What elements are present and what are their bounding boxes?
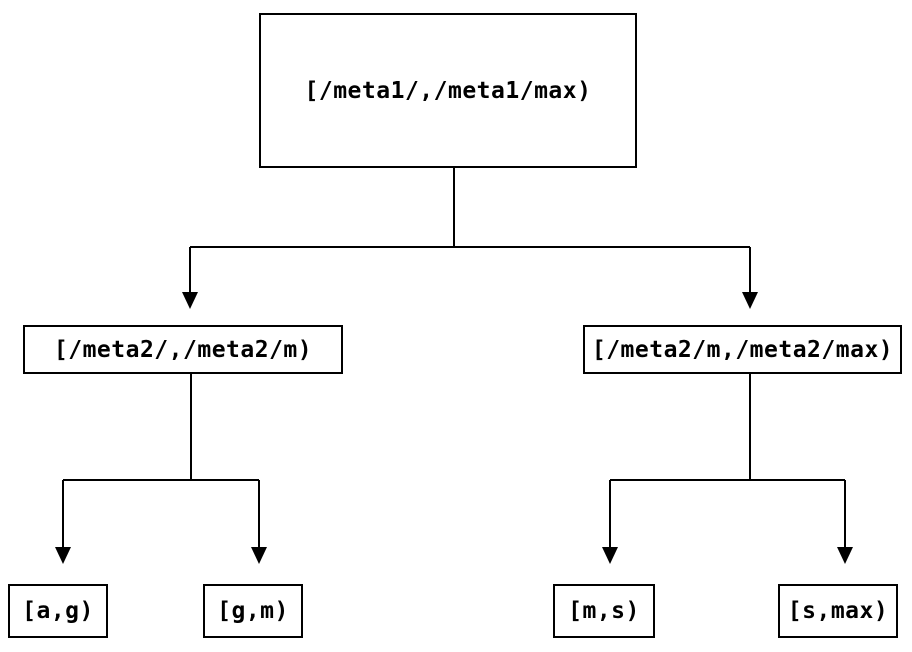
edge-left-split bbox=[62, 374, 260, 548]
arrow-down-icon bbox=[182, 292, 198, 309]
node-label: [m,s) bbox=[568, 598, 640, 624]
arrow-down-icon bbox=[602, 547, 618, 564]
tree-leaf-ms: [m,s) bbox=[553, 584, 655, 638]
node-label: [a,g) bbox=[22, 598, 94, 624]
arrow-down-icon bbox=[55, 547, 71, 564]
node-label: [s,max) bbox=[787, 598, 889, 624]
tree-node-root: [/meta1/,/meta1/max) bbox=[259, 13, 637, 168]
node-label: [/meta2/m,/meta2/max) bbox=[591, 336, 894, 363]
arrow-down-icon bbox=[251, 547, 267, 564]
tree-leaf-gm: [g,m) bbox=[203, 584, 303, 638]
node-label: [/meta1/,/meta1/max) bbox=[304, 77, 592, 104]
tree-node-meta2-high: [/meta2/m,/meta2/max) bbox=[583, 325, 902, 374]
edge-right-split bbox=[609, 374, 846, 548]
tree-leaf-smax: [s,max) bbox=[778, 584, 898, 638]
node-label: [g,m) bbox=[217, 598, 289, 624]
tree-node-meta2-low: [/meta2/,/meta2/m) bbox=[23, 325, 343, 374]
edge-root-split bbox=[189, 168, 751, 293]
tree-leaf-ag: [a,g) bbox=[8, 584, 108, 638]
arrow-down-icon bbox=[742, 292, 758, 309]
node-label: [/meta2/,/meta2/m) bbox=[53, 336, 313, 363]
arrow-down-icon bbox=[837, 547, 853, 564]
